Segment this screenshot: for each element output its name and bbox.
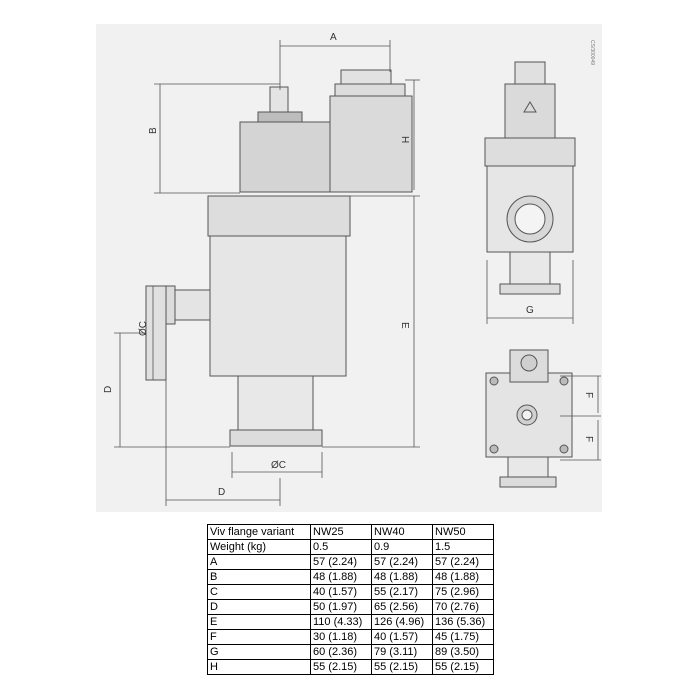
front-connector (504, 83, 556, 139)
table-row: H 55 (2.15) 55 (2.15) 55 (2.15) (207, 659, 494, 675)
table-cell: 50 (1.97) (310, 599, 372, 615)
header-cell: Viv flange variant (207, 524, 311, 540)
drawing-ref-code: CS/300049 (589, 40, 595, 65)
table-cell: 70 (2.76) (432, 599, 494, 615)
header-cell: NW25 (310, 524, 372, 540)
dim-label-d-side: D (103, 386, 114, 393)
top-bottom-flange (499, 476, 557, 488)
dim-label-c-side: ØC (138, 321, 149, 336)
dim-label-d-bottom: D (218, 487, 225, 498)
table-cell: 75 (2.96) (432, 584, 494, 600)
stem-nut (257, 111, 303, 123)
valve-bonnet (207, 195, 351, 237)
table-cell: 65 (2.56) (371, 599, 433, 615)
table-row: D 50 (1.97) 65 (2.56) 70 (2.76) (207, 599, 494, 615)
bolt-hole-tr (559, 376, 569, 386)
table-cell: 0.9 (371, 539, 433, 555)
table-cell: 55 (2.15) (371, 659, 433, 675)
header-cell: NW40 (371, 524, 433, 540)
front-bottom-flange (499, 283, 561, 295)
bottom-flange (229, 429, 323, 447)
table-cell: 57 (2.24) (432, 554, 494, 570)
top-view (485, 349, 573, 488)
front-bonnet (484, 137, 576, 167)
table-cell: 126 (4.96) (371, 614, 433, 630)
table-cell: 60 (2.36) (310, 644, 372, 660)
row-label-cell: G (207, 644, 311, 660)
front-connector-plug (514, 61, 546, 85)
side-view (145, 69, 413, 447)
coil-housing (329, 95, 413, 193)
dim-label-h: H (399, 136, 410, 143)
connector-plug (340, 69, 392, 85)
table-cell: 40 (1.57) (310, 584, 372, 600)
table-cell: 0.5 (310, 539, 372, 555)
side-flange (145, 285, 167, 381)
top-port-bore (521, 409, 533, 421)
table-row: A 57 (2.24) 57 (2.24) 57 (2.24) (207, 554, 494, 570)
row-label-cell: B (207, 569, 311, 585)
header-cell: NW50 (432, 524, 494, 540)
table-header-row: Viv flange variant NW25 NW40 NW50 (207, 524, 494, 540)
table-row: G 60 (2.36) 79 (3.11) 89 (3.50) (207, 644, 494, 660)
bottom-port (237, 375, 314, 431)
top-connector-screw (520, 354, 538, 372)
technical-drawing-panel: CS/300049 (96, 24, 602, 512)
dim-label-a: A (330, 32, 337, 43)
table-row: B 48 (1.88) 48 (1.88) 48 (1.88) (207, 569, 494, 585)
valve-dimension-drawing: CS/300049 (96, 24, 602, 512)
table-cell: 57 (2.24) (310, 554, 372, 570)
table-cell: 48 (1.88) (310, 569, 372, 585)
table-cell: 48 (1.88) (371, 569, 433, 585)
table-cell: 45 (1.75) (432, 629, 494, 645)
row-label-cell: E (207, 614, 311, 630)
front-bottom-tube (509, 251, 551, 285)
dim-label-b: B (148, 127, 159, 134)
row-label-cell: A (207, 554, 311, 570)
warning-triangle-icon (523, 101, 537, 113)
table-cell: 55 (2.15) (432, 659, 494, 675)
dim-label-f-bottom: F (583, 436, 594, 442)
side-port (169, 289, 211, 321)
flange-spec-table: Viv flange variant NW25 NW40 NW50 Weight… (207, 524, 494, 675)
table-cell: 110 (4.33) (310, 614, 372, 630)
table-row: Weight (kg) 0.5 0.9 1.5 (207, 539, 494, 555)
bolt-hole-bl (489, 444, 499, 454)
dim-label-c-bottom: ØC (271, 460, 286, 471)
front-view-dimensions (486, 260, 574, 324)
top-bottom-tube (507, 456, 549, 478)
bolt-hole-tl (489, 376, 499, 386)
dim-label-e: E (399, 322, 410, 329)
table-cell: 1.5 (432, 539, 494, 555)
front-port-bore (514, 203, 546, 235)
row-label-cell: C (207, 584, 311, 600)
table-row: F 30 (1.18) 40 (1.57) 45 (1.75) (207, 629, 494, 645)
row-label-cell: Weight (kg) (207, 539, 311, 555)
table-row: C 40 (1.57) 55 (2.17) 75 (2.96) (207, 584, 494, 600)
table-cell: 79 (3.11) (371, 644, 433, 660)
table-cell: 30 (1.18) (310, 629, 372, 645)
dim-label-g: G (526, 305, 534, 316)
table-cell: 89 (3.50) (432, 644, 494, 660)
front-view (484, 61, 576, 295)
table-row: E 110 (4.33) 126 (4.96) 136 (5.36) (207, 614, 494, 630)
table-cell: 136 (5.36) (432, 614, 494, 630)
valve-body (209, 235, 347, 377)
top-view-dimensions (560, 375, 601, 461)
valve-stem (269, 86, 289, 114)
row-label-cell: F (207, 629, 311, 645)
row-label-cell: D (207, 599, 311, 615)
table-cell: 40 (1.57) (371, 629, 433, 645)
row-label-cell: H (207, 659, 311, 675)
dim-label-f-top: F (583, 392, 594, 398)
table-cell: 55 (2.15) (310, 659, 372, 675)
side-view-dimensions (114, 40, 420, 506)
table-cell: 57 (2.24) (371, 554, 433, 570)
table-cell: 55 (2.17) (371, 584, 433, 600)
table-cell: 48 (1.88) (432, 569, 494, 585)
bolt-hole-br (559, 444, 569, 454)
